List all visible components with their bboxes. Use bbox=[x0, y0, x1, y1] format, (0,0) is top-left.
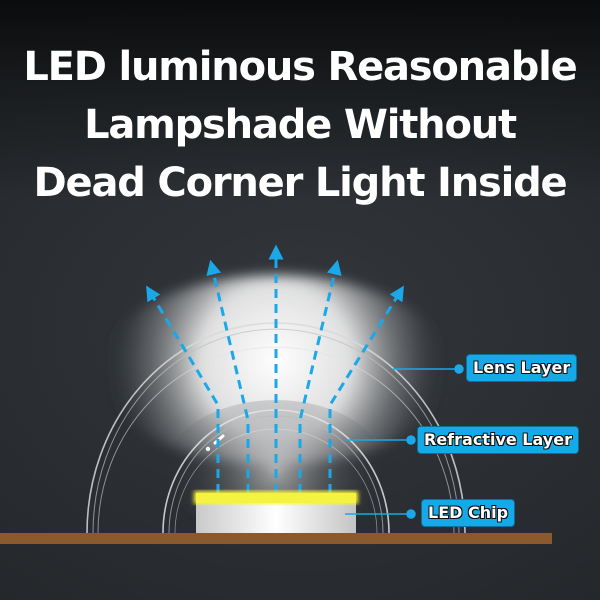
title-line-2: Lampshade Without bbox=[84, 102, 517, 148]
leader-lines bbox=[345, 364, 464, 519]
top-gradient bbox=[0, 0, 600, 200]
light-ray-arrows bbox=[146, 244, 404, 493]
led-chip-label: LED Chip bbox=[421, 499, 516, 527]
led-chip bbox=[194, 491, 358, 534]
title-line-3: Dead Corner Light Inside bbox=[33, 160, 568, 206]
page-title: LED luminous Reasonable Lampshade Withou… bbox=[0, 38, 600, 212]
title-line-1: LED luminous Reasonable bbox=[23, 44, 577, 90]
base-board bbox=[0, 533, 552, 544]
refractive-layer-label: Refractive Layer bbox=[417, 426, 579, 454]
lens-layer-label: Lens Layer bbox=[466, 354, 578, 382]
